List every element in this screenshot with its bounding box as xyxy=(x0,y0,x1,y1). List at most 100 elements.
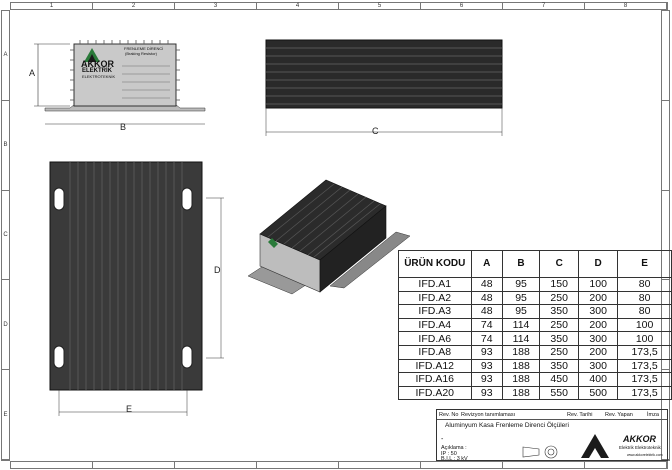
table-cell: IFD.A6 xyxy=(398,331,472,346)
brand-sub-text: ELEKTRİK xyxy=(82,68,112,74)
col-header-d: D xyxy=(578,250,619,278)
table-cell: 100 xyxy=(578,277,619,292)
table-cell: 350 xyxy=(539,358,580,374)
dim-d-label: D xyxy=(214,265,221,275)
company-logo-icon xyxy=(581,434,609,458)
table-cell: 48 xyxy=(470,290,503,306)
table-cell: 350 xyxy=(539,304,580,319)
rev-date-label: Rev. Tarihi xyxy=(567,412,593,418)
table-cell: 74 xyxy=(470,331,503,346)
side-view-drawing xyxy=(265,39,503,136)
dim-c-label: C xyxy=(372,126,379,136)
table-cell: 300 xyxy=(578,331,619,346)
table-cell: 48 xyxy=(470,304,503,319)
table-cell: IFD.A4 xyxy=(398,317,472,333)
table-cell: IFD.A3 xyxy=(398,304,472,319)
table-cell: 400 xyxy=(578,372,619,387)
table-cell: 173,5 xyxy=(617,385,672,401)
table-cell: 250 xyxy=(539,317,580,333)
rev-by-label: Rev. Yapan xyxy=(605,412,633,418)
table-cell: 188 xyxy=(501,372,541,387)
table-cell: 95 xyxy=(501,290,541,306)
table-cell: 48 xyxy=(470,277,503,292)
table-cell: 80 xyxy=(617,290,672,306)
table-cell: 200 xyxy=(578,290,619,306)
dim-e-label: E xyxy=(126,404,133,414)
projection-symbol-icon xyxy=(522,445,558,459)
table-cell: 250 xyxy=(539,344,580,360)
drawing-title: Aluminyum Kasa Frenleme Direnci Ölçüleri xyxy=(445,422,569,429)
table-cell: 80 xyxy=(617,277,672,292)
col-header-code: ÜRÜN KODU xyxy=(398,250,472,278)
label-title: FRENLEME DİRENCİ xyxy=(124,46,164,51)
table-cell: 188 xyxy=(501,385,541,401)
col-header-b: B xyxy=(501,250,541,278)
table-cell: IFD.A20 xyxy=(398,385,472,401)
table-cell: IFD.A8 xyxy=(398,344,472,360)
title-block: Rev. No Revizyon tanımlaması Rev. Tarihi… xyxy=(436,409,668,462)
bottom-view-drawing xyxy=(49,161,224,416)
table-cell: 93 xyxy=(470,372,503,387)
table-cell: 250 xyxy=(539,290,580,306)
rev-desc-label: Revizyon tanımlaması xyxy=(461,412,516,418)
title-dash: - xyxy=(441,436,444,443)
table-cell: 95 xyxy=(501,277,541,292)
table-cell: 100 xyxy=(617,317,672,333)
label-sub: (Braking Resistor) xyxy=(125,51,158,56)
table-cell: 173,5 xyxy=(617,372,672,387)
brand-logo-text: AKKOR xyxy=(81,59,114,69)
description-label: Açıklama : xyxy=(441,445,467,451)
table-cell: 550 xyxy=(539,385,580,401)
table-cell: 93 xyxy=(470,344,503,360)
isometric-view-drawing xyxy=(247,179,411,295)
table-cell: 188 xyxy=(501,358,541,374)
col-header-e: E xyxy=(617,250,672,278)
revision-row: Rev. No Revizyon tanımlaması Rev. Tarihi… xyxy=(437,410,667,420)
dim-b-label: B xyxy=(120,122,127,132)
table-cell: 500 xyxy=(578,385,619,401)
table-cell: 93 xyxy=(470,358,503,374)
brand-sub2-text: ELEKTROTEKNİK xyxy=(82,74,116,79)
front-view-drawing xyxy=(34,40,206,125)
company-website: www.akkorelektrik.com xyxy=(627,453,663,457)
table-cell: 114 xyxy=(501,331,541,346)
table-cell: 74 xyxy=(470,317,503,333)
table-cell: 200 xyxy=(578,344,619,360)
rev-no-label: Rev. No xyxy=(439,412,459,418)
table-cell: 188 xyxy=(501,344,541,360)
company-subtitle: Elektrik Elektroteknik xyxy=(619,445,661,450)
table-cell: 173,5 xyxy=(617,358,672,374)
table-cell: 93 xyxy=(470,385,503,401)
table-cell: 450 xyxy=(539,372,580,387)
table-cell: IFD.A2 xyxy=(398,290,472,306)
table-cell: IFD.A1 xyxy=(398,277,472,292)
table-cell: IFD.A16 xyxy=(398,372,472,387)
table-cell: 173,5 xyxy=(617,344,672,360)
table-cell: 350 xyxy=(539,331,580,346)
table-cell: 114 xyxy=(501,317,541,333)
table-cell: 300 xyxy=(578,358,619,374)
table-cell: 100 xyxy=(617,331,672,346)
dim-a-label: A xyxy=(29,68,36,78)
table-cell: 200 xyxy=(578,317,619,333)
table-cell: 80 xyxy=(617,304,672,319)
table-cell: 95 xyxy=(501,304,541,319)
sign-label: İmza xyxy=(647,412,659,418)
table-header-row: ÜRÜN KODU A B C D E xyxy=(398,250,672,278)
table-cell: 300 xyxy=(578,304,619,319)
table-cell: IFD.A12 xyxy=(398,358,472,374)
ip-rating: IP : 50 xyxy=(441,451,457,457)
table-cell: 150 xyxy=(539,277,580,292)
